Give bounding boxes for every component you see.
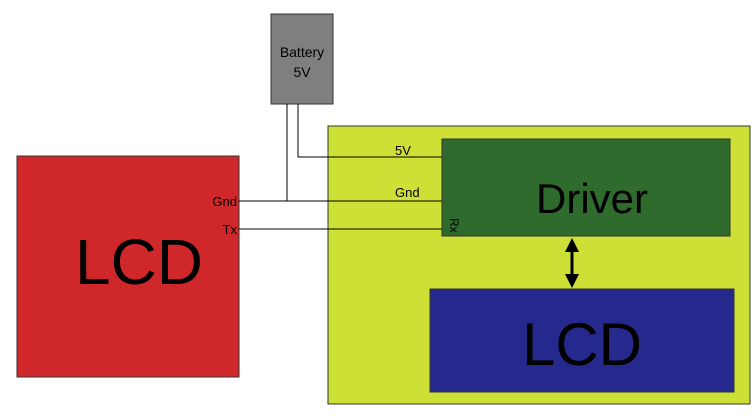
battery-label-line2: 5V [293,64,311,80]
double-headed-arrow [565,238,579,288]
inner-lcd-module [429,288,735,393]
rx-label: Rx [447,218,461,233]
battery-label-line1: Battery [280,44,324,60]
driver-module [441,138,731,237]
left-lcd-label: LCD [75,226,203,298]
driver-label: Driver [536,175,648,222]
wire-5v [297,104,442,158]
left-lcd-module [16,155,240,378]
tx-label: Tx [223,222,238,237]
5v-label: 5V [395,143,411,158]
gnd-label-right: Gnd [395,185,420,200]
gnd-label-left: Gnd [212,194,237,209]
battery [270,13,334,105]
inner-lcd-label: LCD [522,311,642,378]
